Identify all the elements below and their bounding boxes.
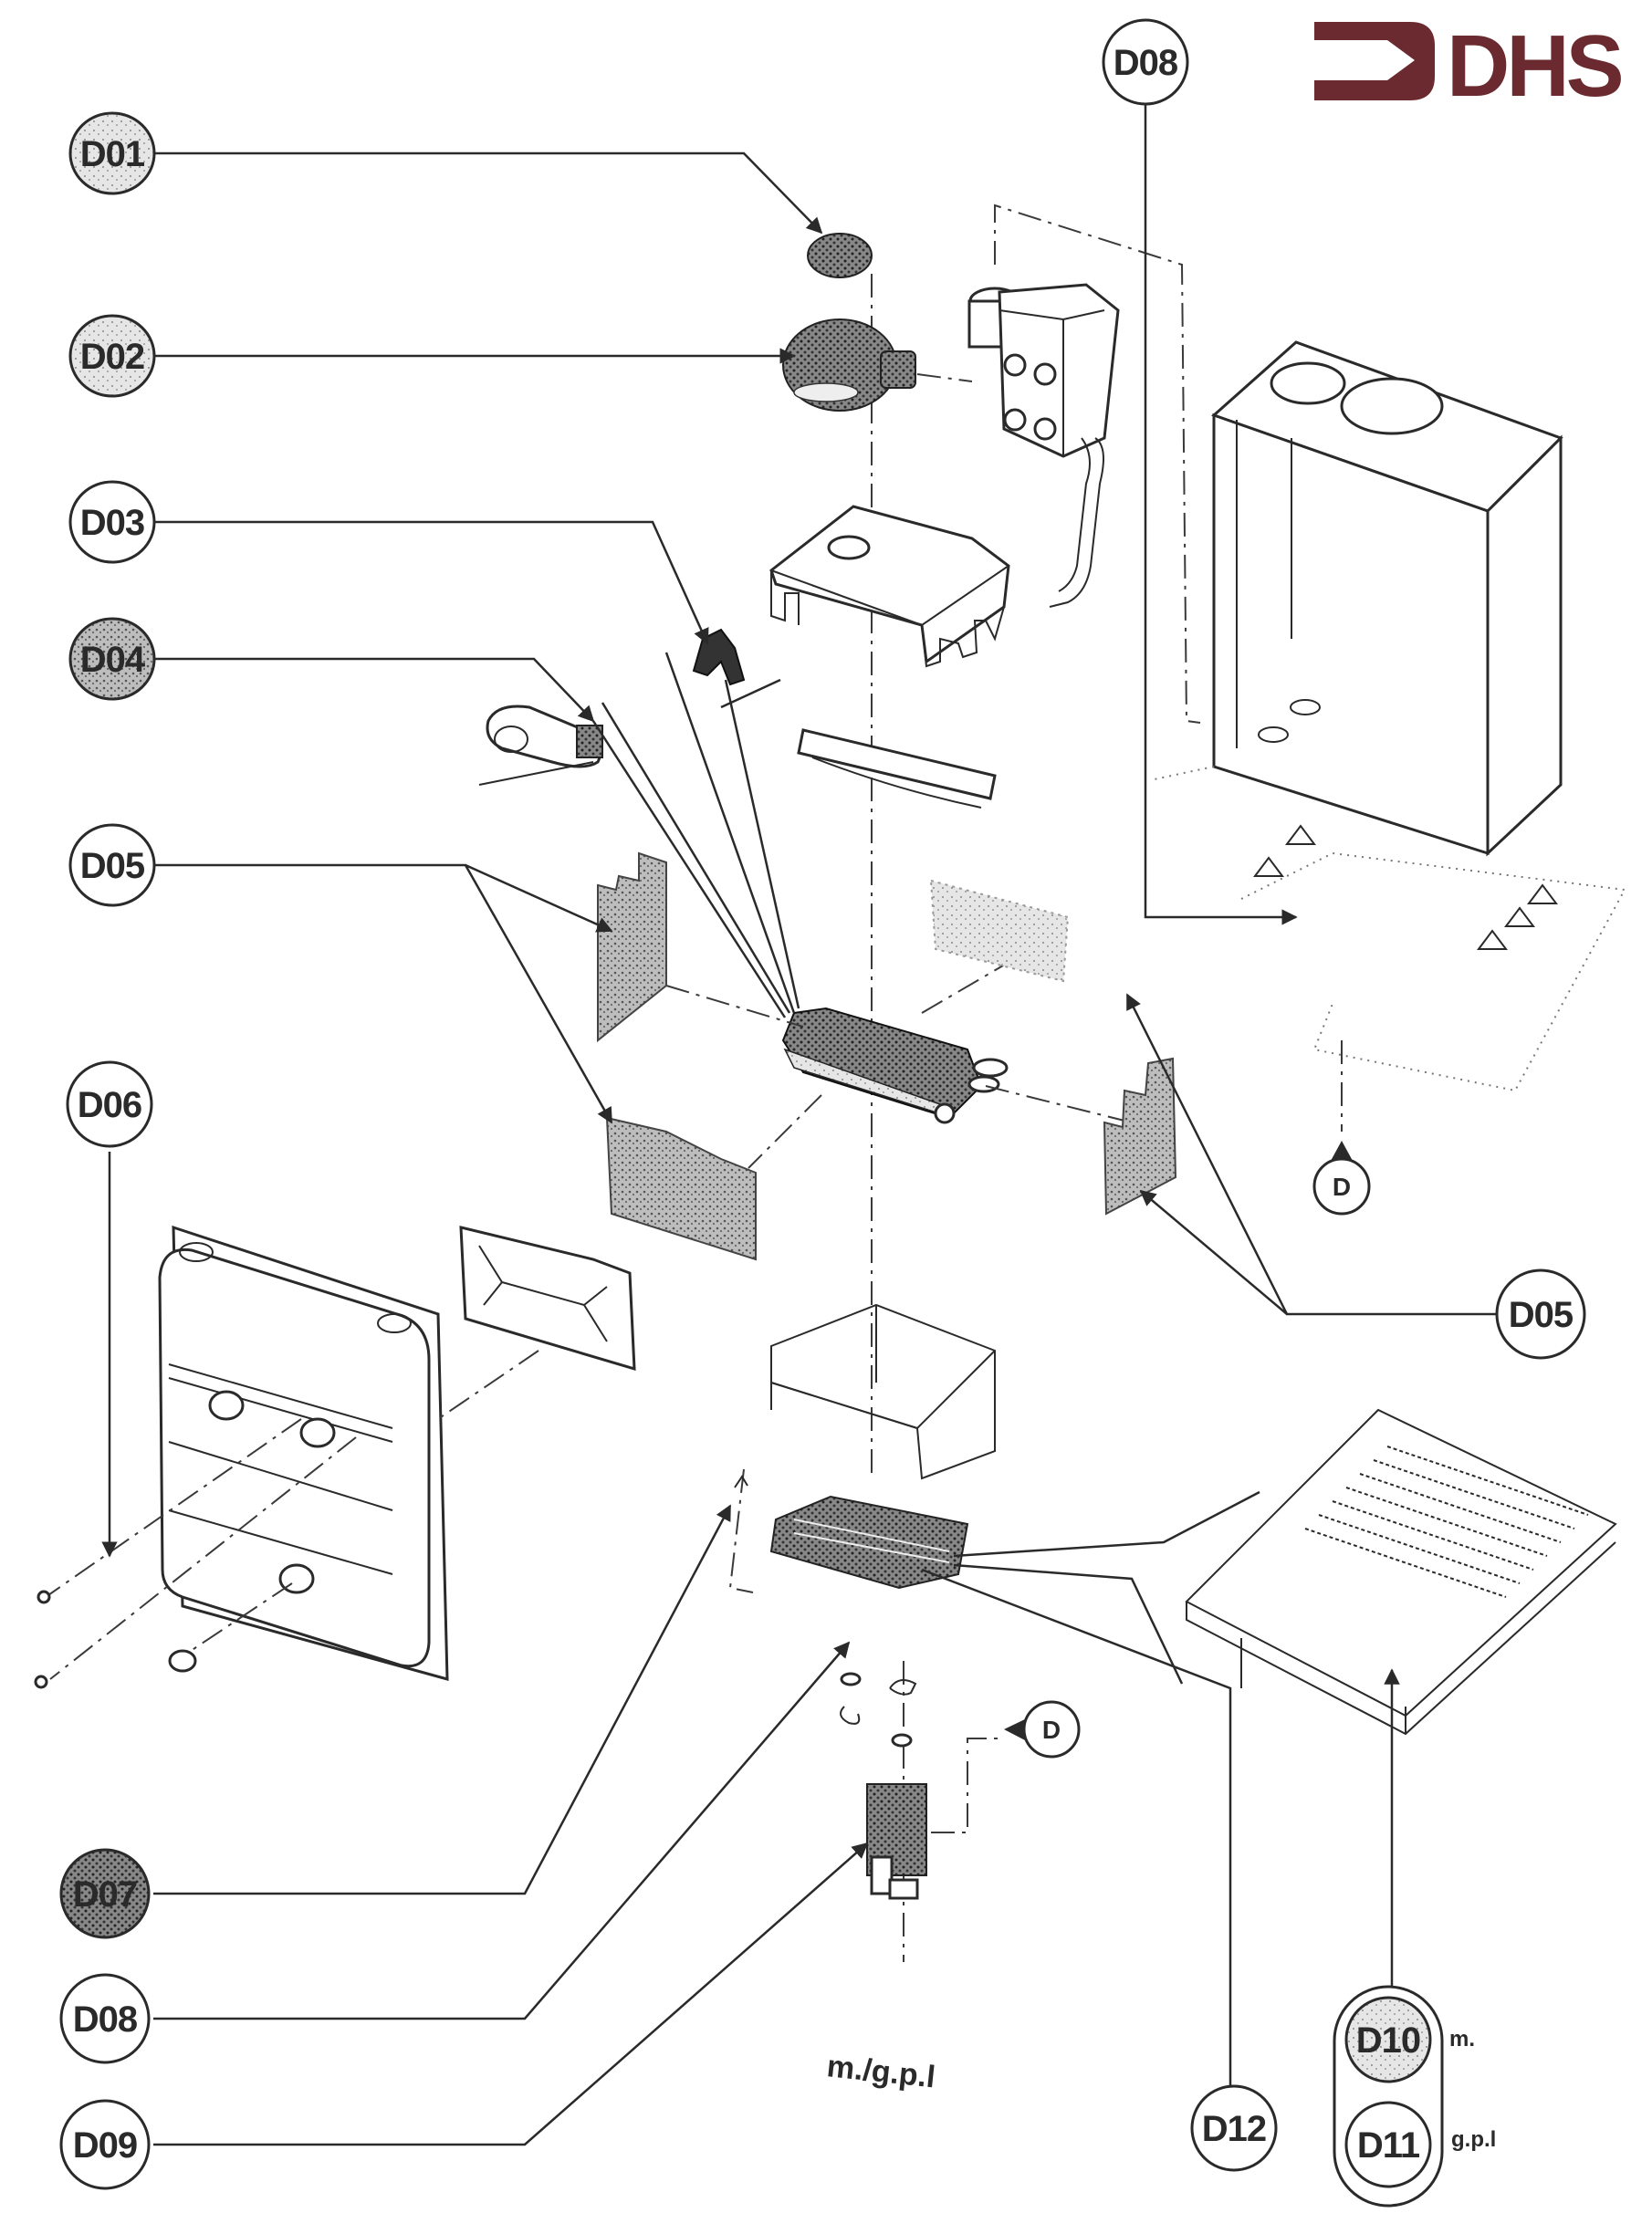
- callout-D05-left[interactable]: D05: [68, 823, 156, 907]
- callout-suffix-lpg: g.p.l: [1451, 2127, 1496, 2152]
- combustion-hood-part: [769, 505, 1010, 668]
- callout-D07[interactable]: D07: [59, 1848, 151, 1939]
- pipe-part: [797, 728, 997, 809]
- hx-link-right: [985, 1085, 1133, 1123]
- burner-assembly-part: [1185, 1408, 1617, 1736]
- hood-to-casing-link: [994, 204, 1201, 724]
- fan-link: [916, 373, 973, 382]
- flue-hood-part: [967, 283, 1120, 608]
- callout-label: D11: [1357, 2125, 1420, 2166]
- callout-D03[interactable]: D03: [68, 480, 156, 564]
- electrode-part: [734, 1475, 748, 1488]
- casing-feet: [1240, 824, 1626, 1092]
- nozzle-part: [840, 1706, 861, 1725]
- callout-D01[interactable]: D01: [68, 111, 156, 195]
- clip-part: [692, 628, 746, 686]
- casing-part: [1211, 340, 1563, 857]
- reference-marker-up: D: [1312, 1040, 1371, 1216]
- sensor-part: [486, 705, 603, 768]
- screw-link-1: [45, 1418, 302, 1598]
- callout-D05-right[interactable]: D05: [1495, 1268, 1586, 1360]
- callout-label: D01: [80, 134, 145, 174]
- washer-part: [891, 1733, 913, 1748]
- screw-link-2: [49, 1436, 357, 1680]
- screw-part: [34, 1675, 48, 1689]
- callout-group-D10-D11: D10 m. D11 g.p.l: [1333, 1985, 1496, 2208]
- brand-logo: DHS: [1314, 17, 1626, 115]
- callout-label: D05: [1509, 1295, 1574, 1335]
- electrode-axis: [728, 1468, 754, 1593]
- leader-lines: [101, 68, 1497, 2146]
- callout-D06[interactable]: D06: [66, 1060, 153, 1148]
- callout-D04[interactable]: D04: [68, 617, 156, 701]
- hx-link-bottom: [748, 1094, 822, 1169]
- casing-guide: [1149, 766, 1215, 781]
- variant-note: m./g.p.l: [825, 2049, 936, 2094]
- insulation-panel-left: [597, 851, 667, 1043]
- logo-text: DHS: [1447, 17, 1622, 115]
- washer-part: [840, 1672, 862, 1686]
- screw-part: [37, 1590, 51, 1604]
- callout-label: D06: [78, 1085, 141, 1125]
- sensor-wire: [478, 761, 594, 786]
- callout-D02[interactable]: D02: [68, 314, 156, 398]
- reference-marker-left: D: [1004, 1700, 1081, 1759]
- nozzle-part: [889, 1679, 917, 1696]
- callout-D11[interactable]: D11: [1344, 2101, 1432, 2188]
- callout-label: D10: [1356, 2020, 1420, 2061]
- callout-label: D04: [80, 640, 146, 680]
- callout-D08-top[interactable]: D08: [1102, 18, 1189, 106]
- screw-link-3: [182, 1582, 293, 1657]
- callout-label: D09: [73, 2125, 137, 2166]
- arrow-right-icon: [1314, 22, 1435, 100]
- valve-ref-link: [931, 1738, 1004, 1833]
- callout-D09[interactable]: D09: [59, 2099, 151, 2190]
- callout-label: D08: [73, 1999, 138, 2040]
- reference-marker-label: D: [1333, 1173, 1351, 1201]
- callout-suffix-methane: m.: [1449, 2027, 1475, 2051]
- callout-label: D12: [1202, 2109, 1266, 2149]
- inspection-window-part: [459, 1226, 636, 1372]
- callout-label: D08: [1114, 43, 1178, 83]
- callout-label: D07: [73, 1874, 137, 1915]
- callout-D10[interactable]: D10: [1344, 1996, 1432, 2083]
- front-cover-part: [158, 1225, 449, 1681]
- gas-valve-part: [866, 1783, 927, 1900]
- heat-exchanger-part: [781, 1007, 1009, 1124]
- cover-link: [437, 1350, 539, 1420]
- fan-part: [782, 318, 916, 412]
- burner-part: [769, 1495, 969, 1590]
- combustion-chamber-part: [770, 1303, 996, 1480]
- burner-rails: [1304, 1446, 1589, 1598]
- hx-link-left: [665, 985, 804, 1028]
- insulation-panel-front: [605, 1116, 757, 1261]
- callout-label: D05: [80, 846, 145, 886]
- callout-label: D02: [80, 337, 144, 377]
- callout-label: D03: [80, 503, 144, 543]
- insulation-panel-back: [929, 879, 1070, 983]
- grommet-part: [168, 1649, 197, 1673]
- callout-D12[interactable]: D12: [1190, 2084, 1278, 2172]
- insulation-panel-right: [1103, 1057, 1177, 1216]
- callout-D08-left[interactable]: D08: [59, 1973, 151, 2064]
- reference-marker-label: D: [1042, 1716, 1061, 1744]
- flue-cap-part: [807, 233, 873, 278]
